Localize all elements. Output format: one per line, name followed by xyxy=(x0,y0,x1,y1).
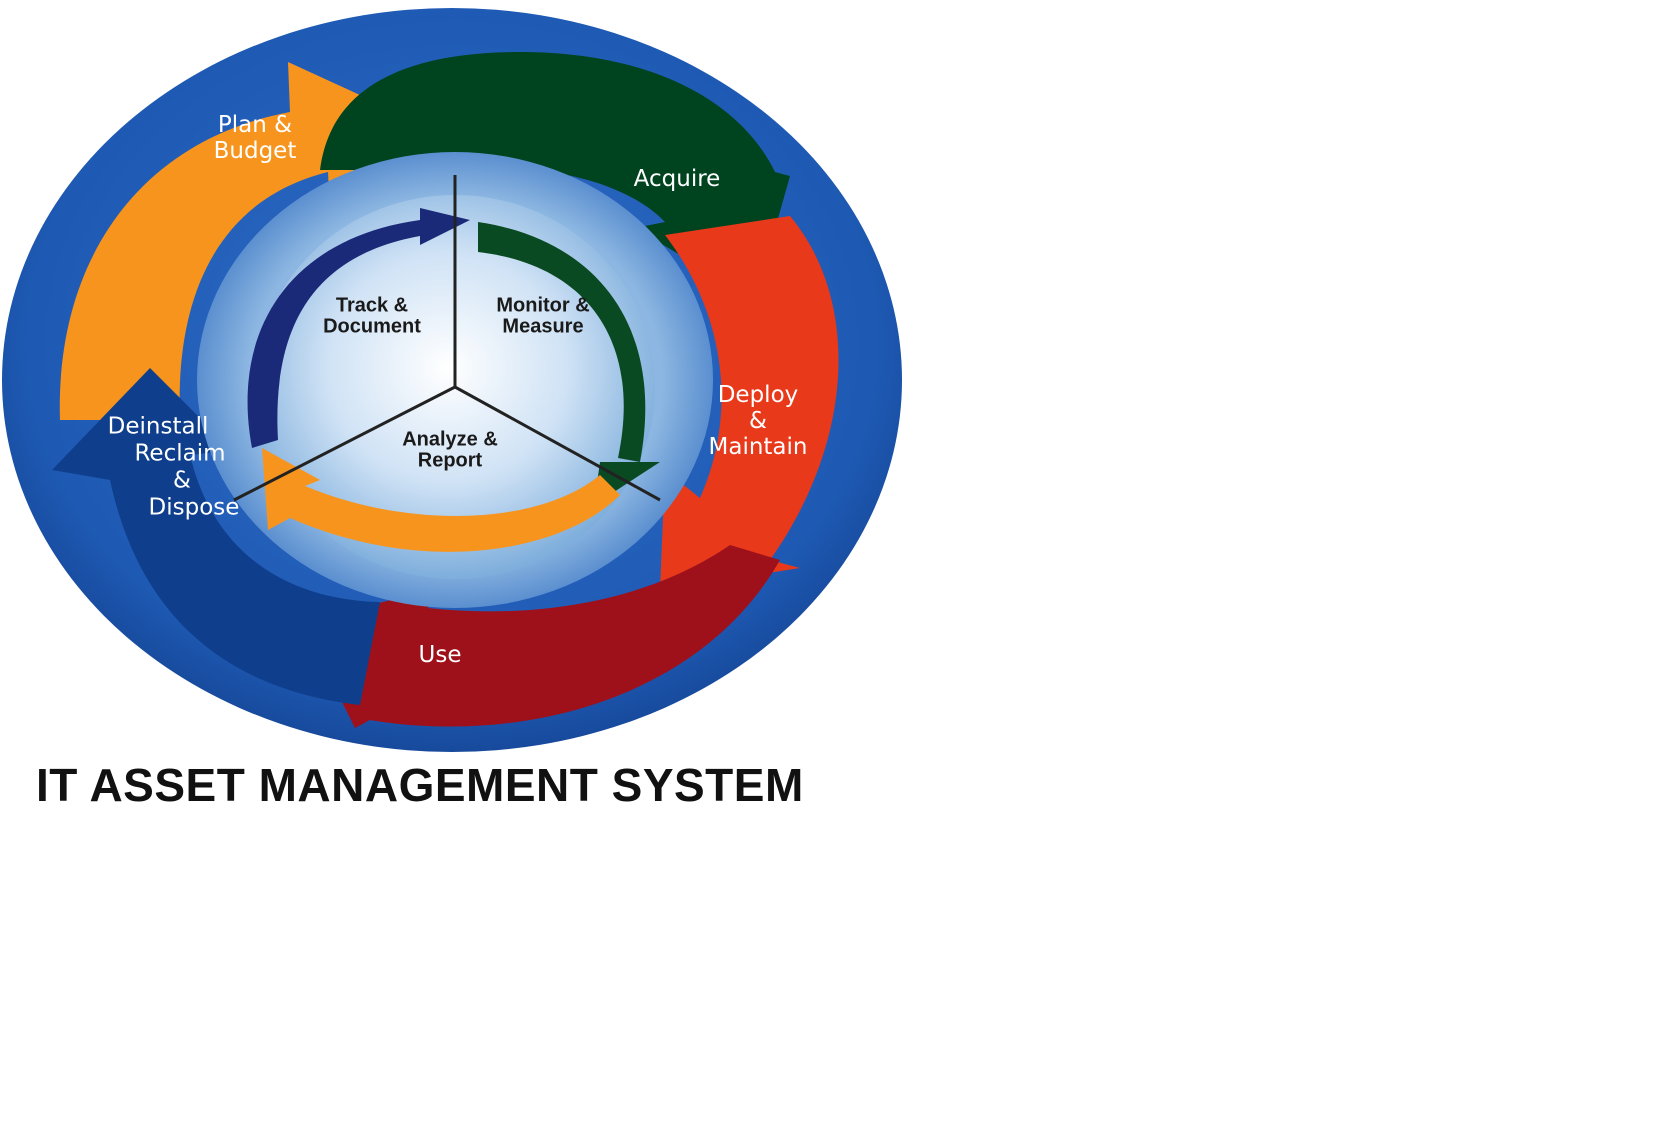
stage-label-acquire-line: Acquire xyxy=(634,166,721,192)
inner-arrow-analyze xyxy=(262,448,620,552)
center-label-analyze: Analyze &Report xyxy=(402,429,498,472)
stage-label-deploy-line: Deploy xyxy=(718,382,799,408)
stage-label-plan: Plan &Budget xyxy=(214,112,297,164)
hub-dividers xyxy=(233,175,661,502)
stage-label-dispose-line: & xyxy=(173,468,191,494)
stage-arrow-use xyxy=(302,545,780,728)
stage-label-dispose-line: Deinstall xyxy=(108,414,209,440)
stage-label-deploy-line: Maintain xyxy=(709,434,808,460)
stage-label-dispose-line: Reclaim xyxy=(134,441,225,467)
inner-arrow-track xyxy=(247,208,470,448)
stage-label-use: Use xyxy=(419,642,462,668)
page-title: IT ASSET MANAGEMENT SYSTEM xyxy=(36,759,804,811)
center-label-track: Track &Document xyxy=(323,295,421,338)
stage-arrow-plan xyxy=(59,62,410,420)
center-label-track-line: Document xyxy=(323,316,421,338)
stage-arrow-deploy xyxy=(660,216,839,590)
stage-label-use-line: Use xyxy=(419,642,462,668)
center-label-analyze-line: Report xyxy=(418,450,483,472)
stage-label-acquire: Acquire xyxy=(634,166,721,192)
stage-label-deploy-line: & xyxy=(749,408,767,434)
stage-label-plan-line: Plan & xyxy=(218,112,292,138)
center-label-analyze-line: Analyze & xyxy=(402,429,498,451)
stage-label-plan-line: Budget xyxy=(214,138,297,164)
center-label-monitor-line: Measure xyxy=(502,316,583,338)
stage-arrow-dispose xyxy=(52,368,380,705)
center-label-track-line: Track & xyxy=(336,295,408,317)
center-label-monitor-line: Monitor & xyxy=(496,295,589,317)
center-label-monitor: Monitor &Measure xyxy=(496,295,589,338)
stage-label-dispose-line: Dispose xyxy=(149,495,240,521)
stage-label-deploy: Deploy&Maintain xyxy=(709,382,808,460)
inner-arrow-monitor xyxy=(478,222,646,462)
